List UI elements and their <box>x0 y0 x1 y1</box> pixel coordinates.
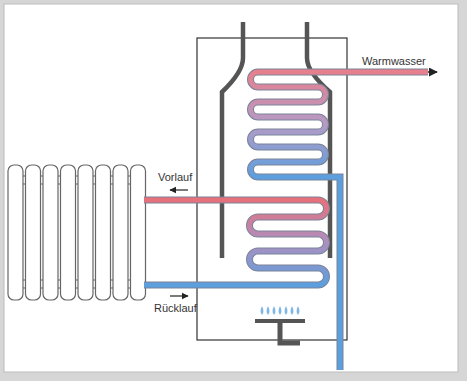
frame <box>4 4 458 372</box>
gas-pipe <box>280 323 300 343</box>
flow-arrow <box>170 189 188 190</box>
burner-bar <box>255 319 305 323</box>
heating-coil <box>144 200 327 285</box>
radiator <box>8 165 146 300</box>
pipe-label: Rücklauf <box>154 302 197 315</box>
flow-arrow <box>428 71 437 73</box>
burner-flames <box>261 306 300 315</box>
hot-water-coil <box>251 72 428 370</box>
boiler-housing <box>197 38 347 340</box>
pipe-label: Warmwasser <box>362 55 426 68</box>
flue-hood <box>222 22 330 258</box>
flow-arrow <box>170 295 188 296</box>
pipe-label: Vorlauf <box>158 171 192 184</box>
